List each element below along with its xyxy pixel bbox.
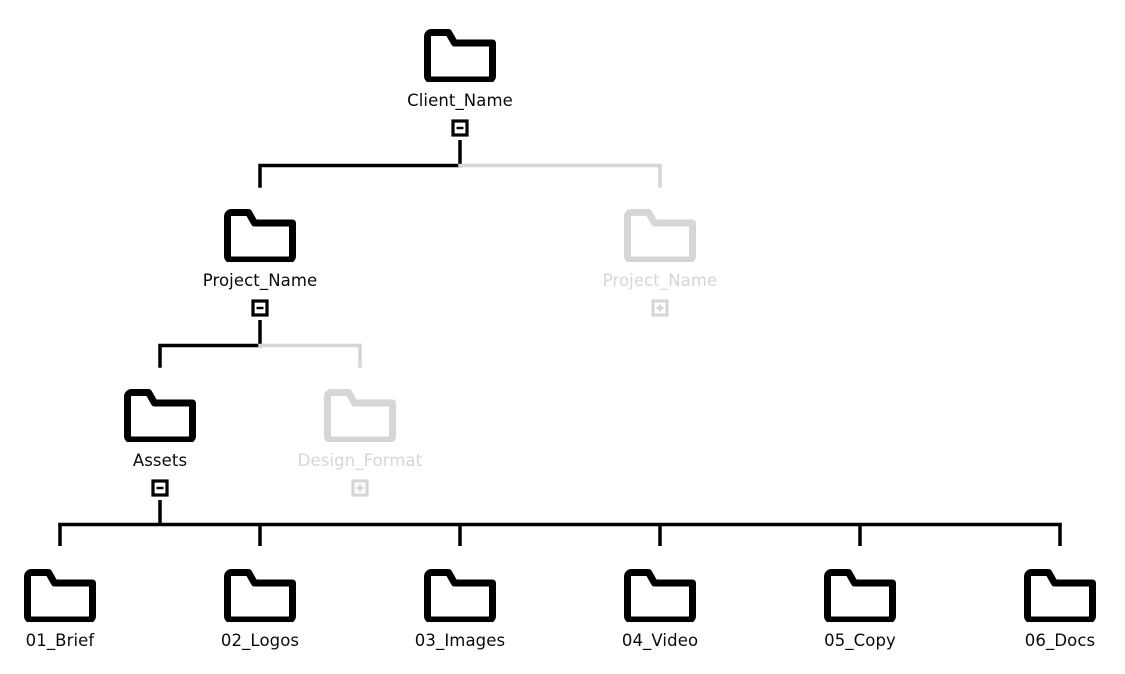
tree-node-design-format[interactable]: Design_Format — [260, 382, 460, 501]
tree-node-docs[interactable]: 06_Docs — [960, 562, 1125, 650]
tree-node-project-name-active[interactable]: Project_Name — [160, 202, 360, 321]
edge-client-to-project-active — [258, 163, 462, 188]
folder-icon — [24, 562, 96, 626]
tree-node-label: Project_Name — [602, 271, 718, 290]
tree-node-label: Client_Name — [407, 91, 513, 110]
tree-node-images[interactable]: 03_Images — [360, 562, 560, 650]
tree-node-label: 02_Logos — [220, 631, 300, 650]
tree-node-assets[interactable]: Assets — [60, 382, 260, 501]
tree-node-brief[interactable]: 01_Brief — [0, 562, 160, 650]
folder-icon — [424, 562, 496, 626]
folder-icon — [1024, 562, 1096, 626]
collapse-minus-icon[interactable] — [451, 118, 469, 141]
tree-node-label: 01_Brief — [25, 631, 95, 650]
folder-icon — [224, 202, 296, 266]
tree-node-label: Design_Format — [297, 451, 423, 470]
folder-icon — [224, 562, 296, 626]
tree-node-copy[interactable]: 05_Copy — [760, 562, 960, 650]
folder-icon — [824, 562, 896, 626]
expand-plus-icon[interactable] — [651, 298, 669, 321]
tree-node-logos[interactable]: 02_Logos — [160, 562, 360, 650]
edge-project-to-assets — [158, 343, 262, 368]
tree-node-video[interactable]: 04_Video — [560, 562, 760, 650]
collapse-minus-icon[interactable] — [151, 478, 169, 501]
edge-project-to-design-format — [258, 343, 362, 368]
folder-icon — [624, 562, 696, 626]
folder-icon — [424, 22, 496, 86]
tree-node-client-name[interactable]: Client_Name — [360, 22, 560, 141]
tree-node-label: Assets — [132, 451, 188, 470]
folder-icon — [624, 202, 696, 266]
folder-icon — [124, 382, 196, 446]
tree-node-label: 05_Copy — [824, 631, 896, 650]
tree-node-label: Project_Name — [202, 271, 318, 290]
expand-plus-icon[interactable] — [351, 478, 369, 501]
edge-client-to-project-dimmed — [458, 163, 662, 188]
tree-node-label: 06_Docs — [1024, 631, 1096, 650]
tree-node-project-name-dimmed[interactable]: Project_Name — [560, 202, 760, 321]
collapse-minus-icon[interactable] — [251, 298, 269, 321]
folder-icon — [324, 382, 396, 446]
tree-node-label: 04_Video — [621, 631, 699, 650]
tree-node-label: 03_Images — [414, 631, 506, 650]
